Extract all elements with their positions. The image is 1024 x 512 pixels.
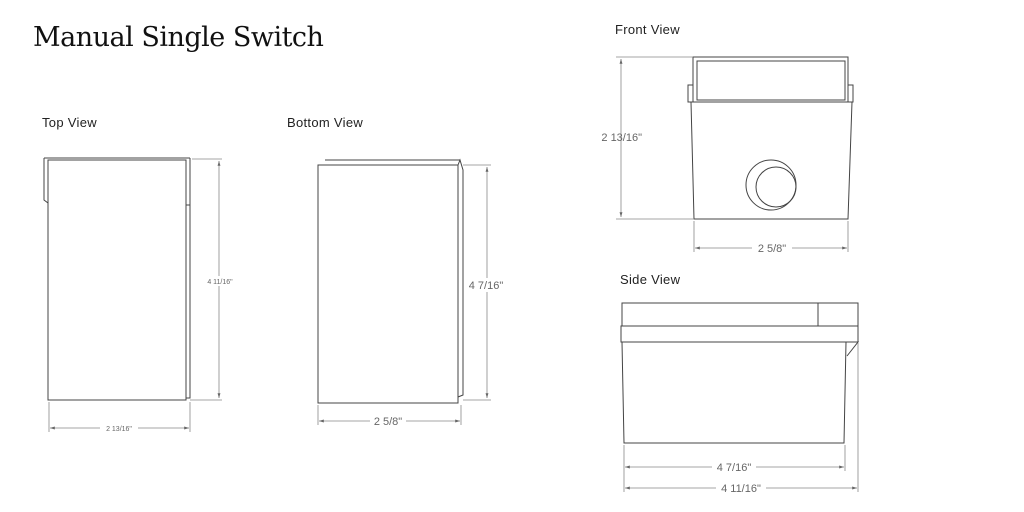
- top-height-dimension: 4 11/16": [207, 279, 233, 286]
- side-view-label: Side View: [620, 272, 681, 287]
- front-width-dimension: 2 5/8": [758, 243, 786, 255]
- bottom-view-drawing: [317, 158, 506, 428]
- bottom-view-label: Bottom View: [287, 115, 364, 130]
- page-title: Manual Single Switch: [33, 22, 324, 53]
- top-view-label: Top View: [42, 115, 97, 130]
- bottom-width-dimension: 2 5/8": [374, 416, 402, 428]
- top-view-drawing: [43, 157, 234, 433]
- bottom-height-dimension: 4 7/16": [469, 280, 504, 292]
- side-view-drawing: [620, 302, 860, 495]
- front-view-drawing: [616, 56, 854, 255]
- front-height-dimension: 2 13/16": [601, 132, 642, 144]
- front-view-label: Front View: [615, 22, 680, 37]
- side-body-dimension: 4 7/16": [717, 462, 752, 474]
- side-overall-dimension: 4 11/16": [721, 483, 761, 495]
- top-width-dimension: 2 13/16": [106, 426, 132, 433]
